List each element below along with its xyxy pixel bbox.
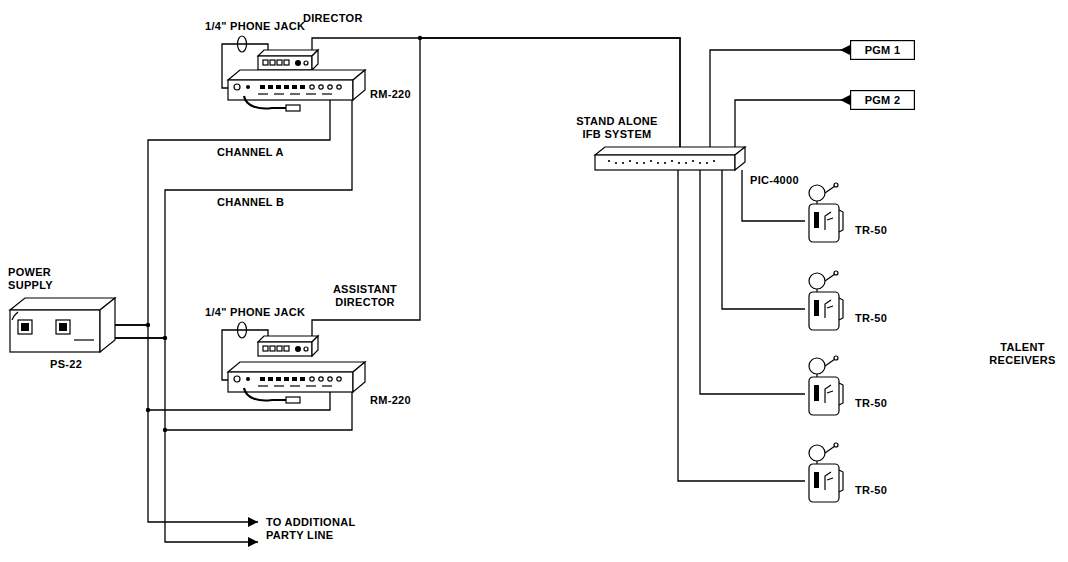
signal-wire <box>115 100 330 325</box>
device-label: RM-220 <box>370 394 411 407</box>
talent-receiver-drawing <box>805 288 845 330</box>
signal-wire <box>710 50 850 147</box>
talent-receiver-drawing <box>805 200 845 242</box>
rack-station: RM-220 <box>228 362 365 392</box>
device-label: TR-50 <box>855 484 887 497</box>
talent-receiver-drawing <box>805 460 845 502</box>
box-text: PGM 2 <box>865 94 901 107</box>
rack-station: RM-220 <box>228 70 365 100</box>
model-label: PIC-4000 <box>750 174 799 187</box>
channel-label: CHANNEL B <box>215 196 286 209</box>
signal-wire <box>700 170 805 394</box>
signal-wire <box>312 38 680 336</box>
program-source-box: PGM 2 <box>850 90 915 110</box>
jack-label: 1/4" PHONE JACK <box>205 20 305 33</box>
talent-receiver: TR-50 <box>805 200 845 242</box>
junction-dots <box>146 36 422 432</box>
device-label: TR-50 <box>855 224 887 237</box>
channel-label: CHANNEL A <box>215 146 286 159</box>
signal-wire <box>115 100 352 338</box>
device-label: RM-220 <box>370 88 411 101</box>
connector-group <box>115 38 850 481</box>
group-label: TALENT RECEIVERS <box>985 341 1060 367</box>
rack-station-drawing <box>228 362 365 392</box>
ifb-rack-unit-drawing <box>595 147 745 170</box>
ifb-rack-unit: STAND ALONE IFB SYSTEMPIC-4000 <box>595 147 745 170</box>
model-label: PS-22 <box>50 358 82 371</box>
talent-receiver: TR-50 <box>805 288 845 330</box>
talent-receiver: TR-50 <box>805 373 845 415</box>
device-label: POWER SUPPLY <box>8 266 58 292</box>
box-text: PGM 1 <box>865 44 901 57</box>
device-label: DIRECTOR <box>303 12 363 25</box>
beltpack-box: ASSISTANT DIRECTOR <box>258 336 318 356</box>
device-label: TR-50 <box>855 312 887 325</box>
signal-wire <box>735 100 850 147</box>
jack-label: 1/4" PHONE JACK <box>205 306 305 319</box>
device-label: STAND ALONE IFB SYSTEM <box>572 115 662 141</box>
power-supply: POWER SUPPLYPS-22 <box>10 298 115 352</box>
destination-label: TO ADDITIONAL PARTY LINE <box>266 516 366 542</box>
beltpack-box: DIRECTOR <box>258 50 318 70</box>
program-source-box: PGM 1 <box>850 40 915 60</box>
signal-wire <box>722 170 805 309</box>
beltpack-box-drawing <box>258 336 318 356</box>
beltpack-box-drawing <box>258 50 318 70</box>
rack-station-drawing <box>228 70 365 100</box>
signal-wire <box>742 170 805 221</box>
party-line-arrow <box>165 430 258 542</box>
signal-wire <box>312 38 680 147</box>
signal-wire <box>678 170 805 481</box>
device-label: TR-50 <box>855 397 887 410</box>
device-label: ASSISTANT DIRECTOR <box>330 283 400 309</box>
power-supply-drawing <box>10 298 115 352</box>
talent-receiver: TR-50 <box>805 460 845 502</box>
talent-receiver-drawing <box>805 373 845 415</box>
